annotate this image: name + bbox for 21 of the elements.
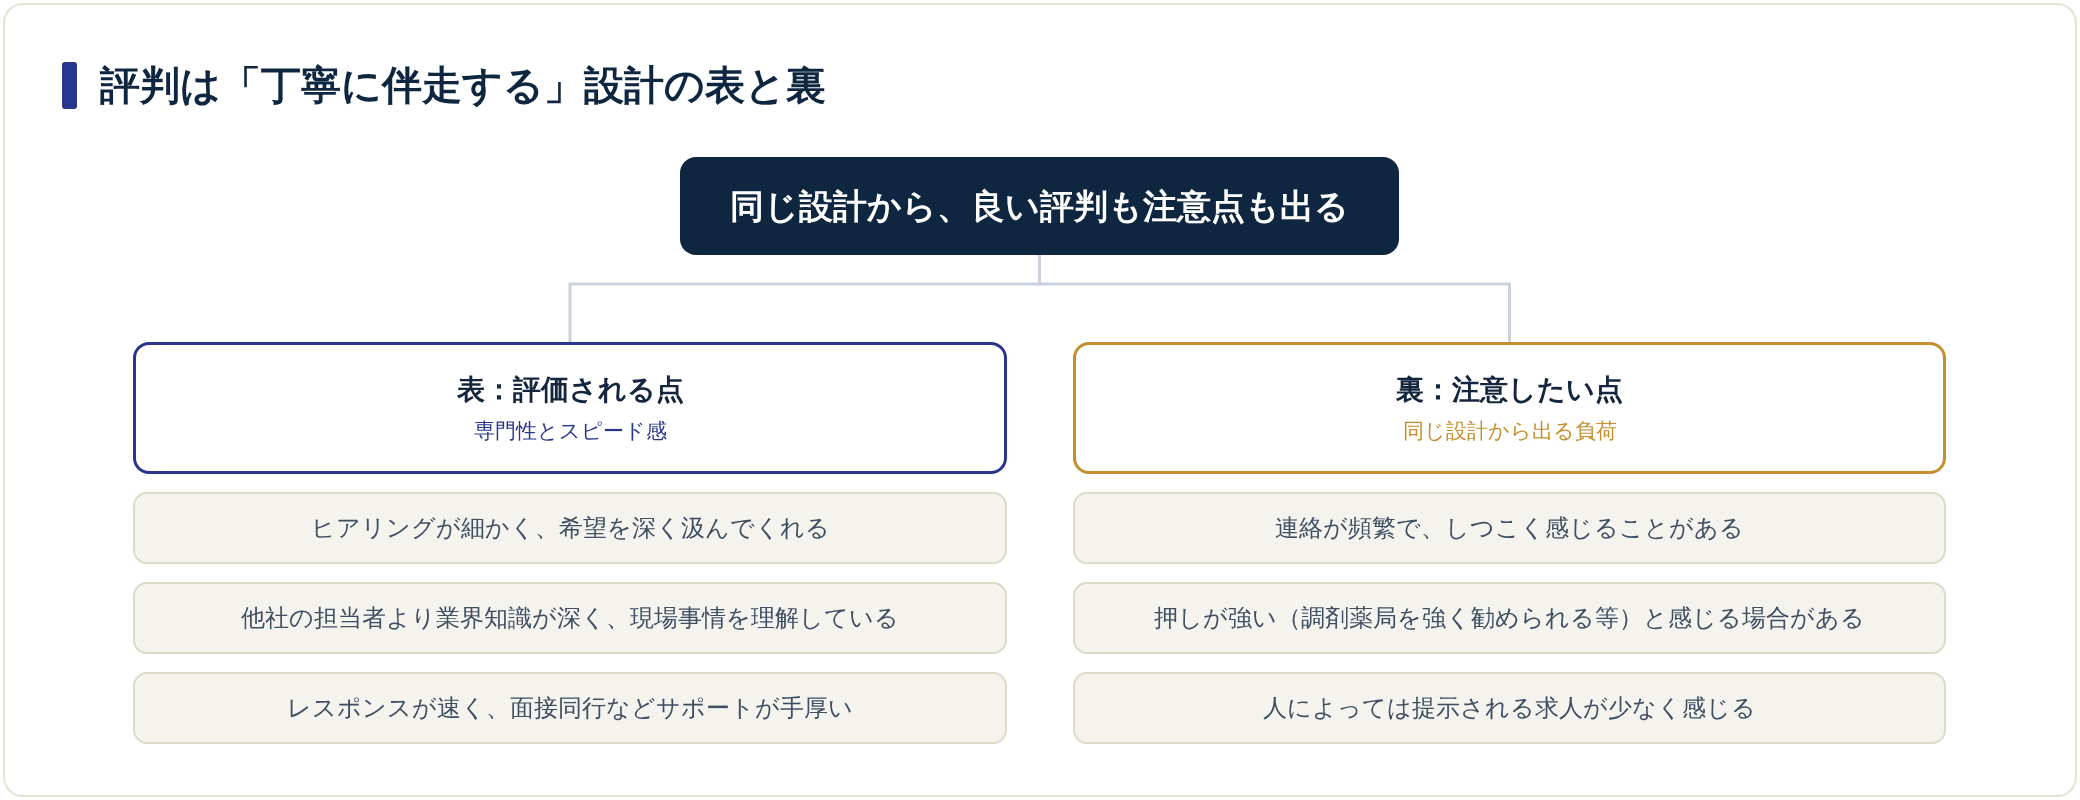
item-card <box>133 672 1007 744</box>
item-card <box>133 492 1007 564</box>
box-subtitle: 専門性とスピード感 <box>473 417 667 445</box>
item-card <box>133 582 1007 654</box>
item-text: 他社の担当者より業界知識が深く、現場事情を理解している <box>241 603 899 634</box>
item-card <box>1073 672 1946 744</box>
item-card <box>1073 582 1946 654</box>
item-text: 人によっては提示される求人が少なく感じる <box>1263 693 1756 724</box>
summary-box <box>680 157 1399 255</box>
item-text: 連絡が頻繁で、しつこく感じることがある <box>1275 513 1744 544</box>
box-heading: 裏：注意したい点 <box>1396 371 1623 408</box>
item-text: レスポンスが速く、面接同行などサポートが手厚い <box>287 693 853 724</box>
summary-text: 同じ設計から、良い評判も注意点も出る <box>730 185 1349 228</box>
item-card <box>1073 492 1946 564</box>
heading-box <box>133 342 1007 474</box>
heading-box <box>1073 342 1946 474</box>
box-heading: 表：評価される点 <box>456 371 684 408</box>
item-text: 押しが強い（調剤薬局を強く勧められる等）と感じる場合がある <box>1154 603 1865 634</box>
box-subtitle: 同じ設計から出る負荷 <box>1402 417 1617 445</box>
diagram-title: 評判は「丁寧に伴走する」設計の表と裏 <box>100 62 826 109</box>
item-text: ヒアリングが細かく、希望を深く汲んでくれる <box>310 513 830 544</box>
